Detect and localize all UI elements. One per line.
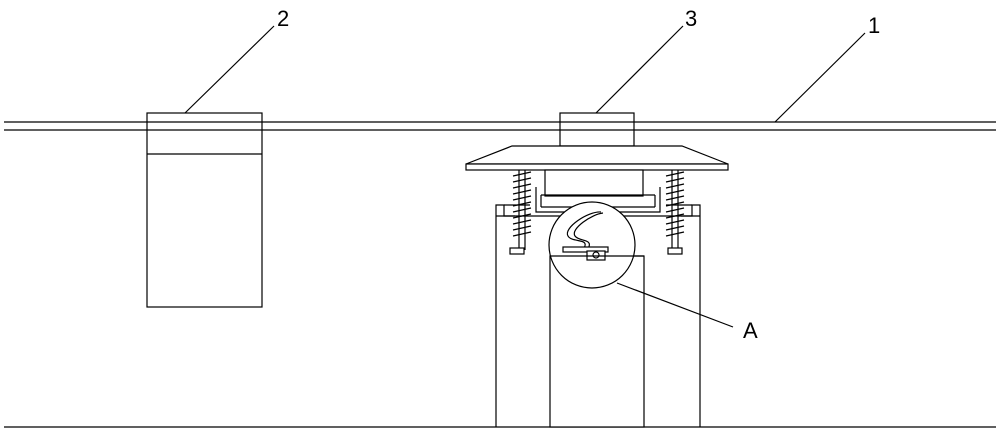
hood xyxy=(466,146,728,170)
label-3: 3 xyxy=(685,6,697,31)
spring-coil xyxy=(666,220,684,224)
spring-coil xyxy=(513,172,531,176)
spring-coil xyxy=(666,196,684,200)
label-2: 2 xyxy=(277,6,289,31)
spring-coil xyxy=(666,178,684,182)
spring-right xyxy=(666,170,684,254)
spring-coil xyxy=(513,208,531,212)
spring-coil xyxy=(513,226,531,230)
spring-coil xyxy=(666,232,684,236)
spring-coil xyxy=(513,196,531,200)
hanging-block xyxy=(545,170,643,196)
spring-coil xyxy=(666,208,684,212)
spring-coil xyxy=(513,178,531,182)
spring-coil xyxy=(513,220,531,224)
label-a: A xyxy=(743,318,758,343)
spring-coil xyxy=(666,190,684,194)
spring-coil xyxy=(513,184,531,188)
block-3 xyxy=(560,113,634,146)
label-1: 1 xyxy=(868,13,880,38)
spring-coil xyxy=(666,172,684,176)
spring-coil xyxy=(666,226,684,230)
spring-coil xyxy=(666,184,684,188)
box-2 xyxy=(147,113,262,307)
spring-left xyxy=(510,170,531,254)
spring-coil xyxy=(513,232,531,236)
spring-coil xyxy=(513,190,531,194)
